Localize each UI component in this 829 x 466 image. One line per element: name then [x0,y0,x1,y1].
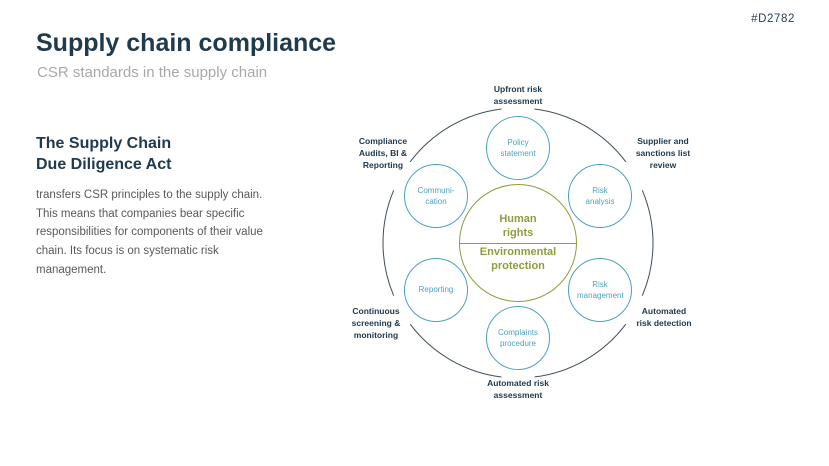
center-divider-line [460,243,576,244]
node-label: Risk management [577,279,624,300]
document-id-tag: #D2782 [751,13,795,25]
node-policy-statement: Policy statement [486,116,550,180]
node-communication: Communi- cation [404,164,468,228]
node-label: Complaints procedure [497,327,538,348]
outer-label-automated-risk-assessment: Automated risk assessment [487,378,549,400]
cycle-diagram: Upfront risk assessment Supplier and san… [340,78,700,408]
node-risk-management: Risk management [568,258,632,322]
center-label-human-rights: Human rights [460,213,576,241]
outer-label-supplier-sanctions-review: Supplier and sanctions list review [635,136,691,170]
center-circle: Human rights Environmental protection [459,184,577,302]
section-heading: The Supply Chain Due Diligence Act [36,135,172,173]
node-complaints-procedure: Complaints procedure [486,306,550,370]
page-title: Supply chain compliance [36,29,337,57]
outer-ring-arcs [382,108,654,378]
outer-label-continuous-screening-monitoring: Continuous screening & monitoring [351,306,401,340]
outer-label-automated-risk-detection: Automated risk detection [636,306,692,328]
node-label: Risk analysis [585,185,615,206]
node-label: Policy statement [500,137,536,158]
page-subtitle: CSR standards in the supply chain [37,64,268,81]
node-label: Reporting [418,285,454,295]
center-label-text: Environmental protection [479,246,557,273]
outer-label-upfront-risk-assessment: Upfront risk assessment [493,84,543,106]
node-label: Communi- cation [417,185,455,206]
center-label-environmental-protection: Environmental protection [460,246,576,274]
section-body-text: transfers CSR principles to the supply c… [36,189,263,276]
center-label-text: Human rights [499,213,537,239]
node-reporting: Reporting [404,258,468,322]
outer-label-compliance-audits-reporting: Compliance Audits, BI & Reporting [358,136,408,170]
node-risk-analysis: Risk analysis [568,164,632,228]
